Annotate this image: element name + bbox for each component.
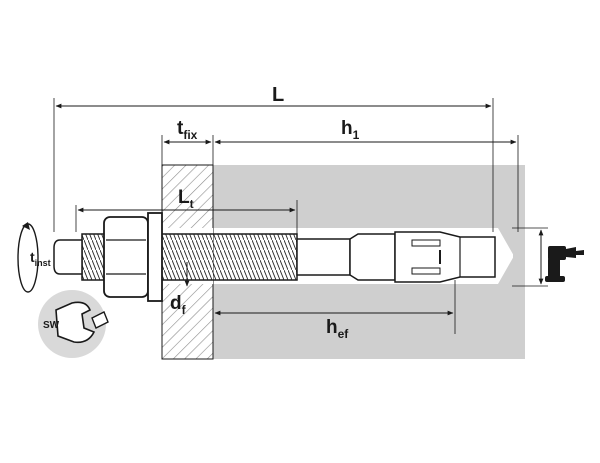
label-df: df bbox=[170, 293, 187, 317]
label-tinst: tinst bbox=[30, 249, 51, 268]
hole-end bbox=[498, 228, 525, 284]
label-Lt: Lt bbox=[178, 187, 194, 211]
expansion-clip bbox=[394, 231, 496, 283]
washer bbox=[147, 212, 163, 302]
label-tfix: tfix bbox=[177, 118, 198, 142]
label-h1: h1 bbox=[341, 118, 360, 142]
label-L: L bbox=[272, 84, 284, 106]
torque-rotation-icon bbox=[17, 222, 39, 293]
label-sw: SW bbox=[43, 320, 60, 331]
expansion-cone bbox=[349, 233, 396, 281]
rod-tip bbox=[53, 239, 83, 275]
drill-icon bbox=[545, 246, 584, 282]
label-hef: hef bbox=[326, 317, 349, 341]
hex-nut bbox=[103, 216, 149, 298]
smooth-shank bbox=[296, 238, 351, 276]
wrench-icon bbox=[38, 290, 109, 358]
